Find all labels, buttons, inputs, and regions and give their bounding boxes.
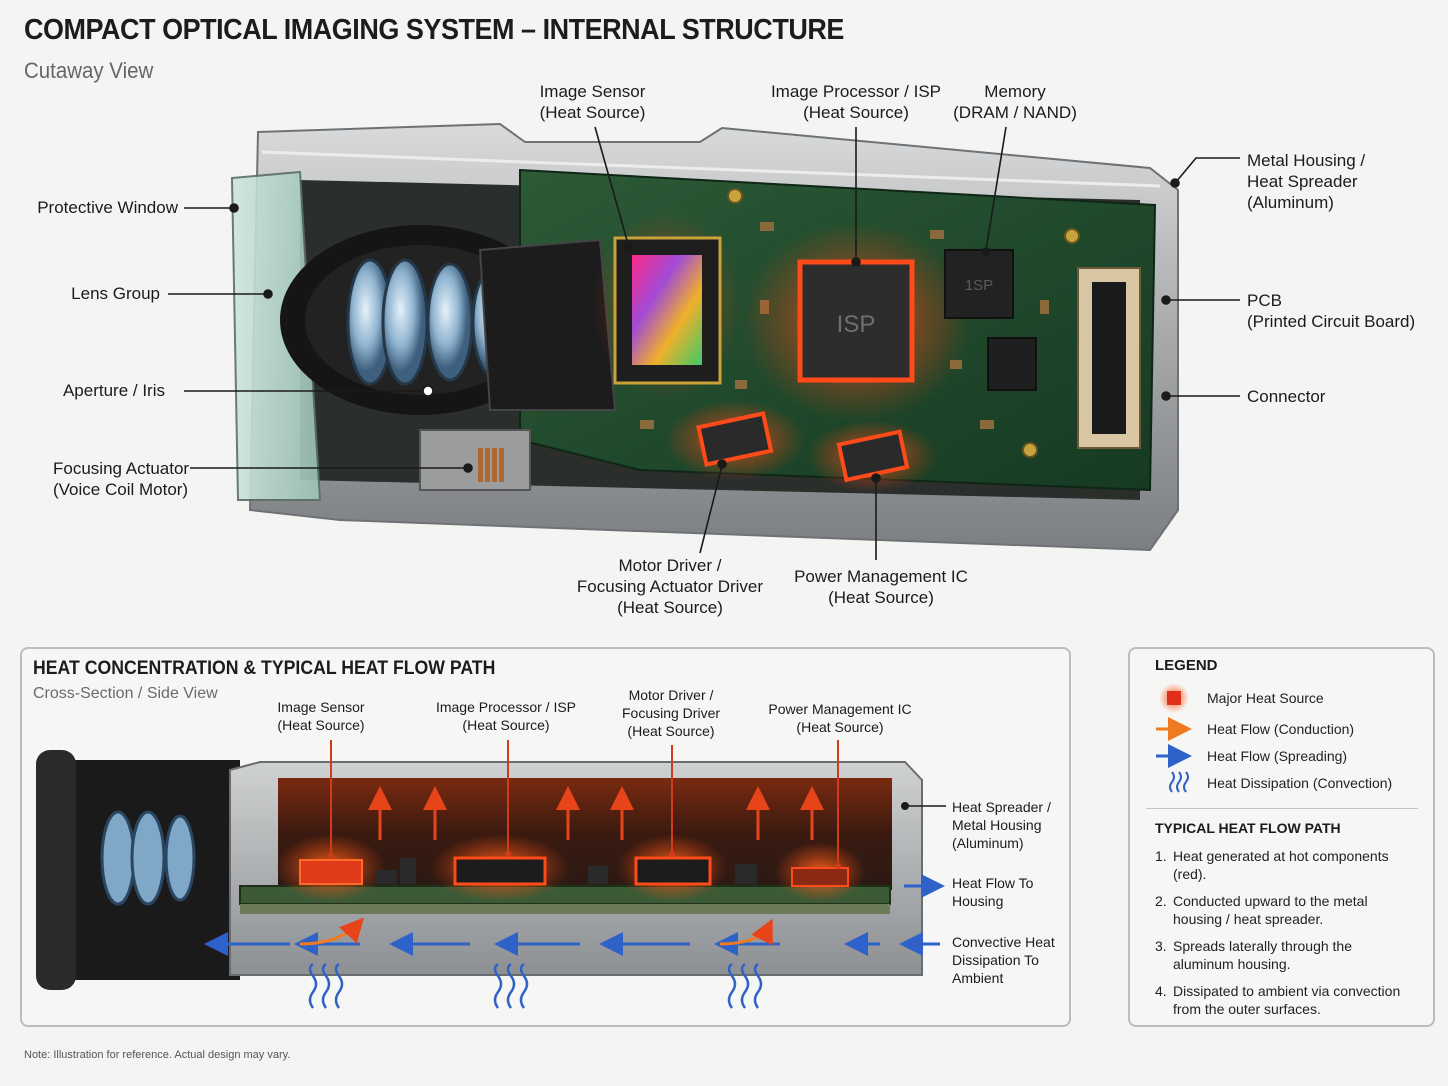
isp-chip-mark: ISP [837, 311, 876, 338]
heat-path-title: TYPICAL HEAT FLOW PATH [1155, 820, 1341, 836]
legend-item-convection: Heat Dissipation (Convection) [1207, 775, 1393, 791]
image-sensor-die [632, 255, 702, 365]
label-focusing-actuator: Focusing Actuator(Voice Coil Motor) [53, 459, 190, 499]
legend-title: LEGEND [1155, 657, 1218, 674]
cs-lenses [100, 810, 196, 906]
legend-icons [1156, 683, 1192, 793]
legend-item-conduction: Heat Flow (Conduction) [1207, 721, 1355, 737]
footnote: Note: Illustration for reference. Actual… [24, 1049, 291, 1061]
label-aperture: Aperture / Iris [62, 381, 165, 400]
cross-section-illustration [36, 740, 946, 1009]
label-metal-housing: Metal Housing /Heat Spreader(Aluminum) [1247, 151, 1366, 212]
heat-panel-title: HEAT CONCENTRATION & TYPICAL HEAT FLOW P… [33, 658, 496, 679]
cs-upward-heat-arrows [368, 786, 824, 840]
cs-label-isp: Image Processor / ISP(Heat Source) [435, 699, 577, 733]
label-motor-driver: Motor Driver /Focusing Actuator Driver(H… [576, 556, 764, 617]
memory-chip-mark: 1SP [965, 277, 993, 294]
voice-coil [478, 448, 504, 482]
legend-item-heat-source: Major Heat Source [1207, 690, 1324, 706]
focusing-actuator [419, 429, 531, 491]
page-title: COMPACT OPTICAL IMAGING SYSTEM – INTERNA… [24, 14, 844, 46]
label-power-ic: Power Management IC(Heat Source) [794, 567, 968, 607]
cs-label-heat-spreader: Heat Spreader /Metal Housing(Aluminum) [952, 799, 1051, 851]
cs-isp [453, 856, 547, 886]
heat-path-step: 1.Heat generated at hot components(red). [1155, 848, 1389, 882]
cs-label-leaders [330, 740, 839, 865]
cs-label-motor-driver: Motor Driver /Focusing Driver(Heat Sourc… [621, 687, 721, 739]
heat-path-steps: 1.Heat generated at hot components(red).… [1155, 847, 1420, 1027]
label-image-sensor: Image Sensor(Heat Source) [539, 82, 646, 122]
label-connector: Connector [1247, 387, 1326, 406]
cutaway-illustration: ISP 1SP [168, 122, 1240, 560]
mount-holes [727, 188, 1080, 458]
cs-convection-waves [308, 962, 763, 1009]
cs-image-sensor [299, 859, 363, 885]
label-pcb: PCB(Printed Circuit Board) [1247, 291, 1416, 331]
cs-conduction-arrows [299, 917, 773, 946]
label-lens-group: Lens Group [71, 284, 160, 303]
label-memory: Memory(DRAM / NAND) [953, 82, 1077, 122]
label-isp: Image Processor / ISP(Heat Source) [770, 82, 942, 122]
page-subtitle: Cutaway View [24, 58, 154, 83]
motor-driver-chip [696, 411, 774, 467]
leader-lines [168, 126, 1240, 560]
small-chip [987, 337, 1037, 391]
convection-wave-icon [1169, 771, 1189, 793]
cs-motor-driver [634, 856, 712, 886]
cs-label-image-sensor: Image Sensor(Heat Source) [277, 699, 365, 733]
memory-chip [944, 249, 1014, 319]
heat-panel-subtitle: Cross-Section / Side View [33, 685, 218, 702]
heat-source-icon [1159, 683, 1189, 713]
cs-label-power-ic: Power Management IC(Heat Source) [768, 701, 912, 735]
legend-item-spreading: Heat Flow (Spreading) [1207, 748, 1348, 764]
cs-power-ic [791, 867, 849, 887]
label-protective-window: Protective Window [37, 198, 178, 217]
legend-divider [1146, 808, 1418, 809]
protective-window [230, 170, 322, 501]
